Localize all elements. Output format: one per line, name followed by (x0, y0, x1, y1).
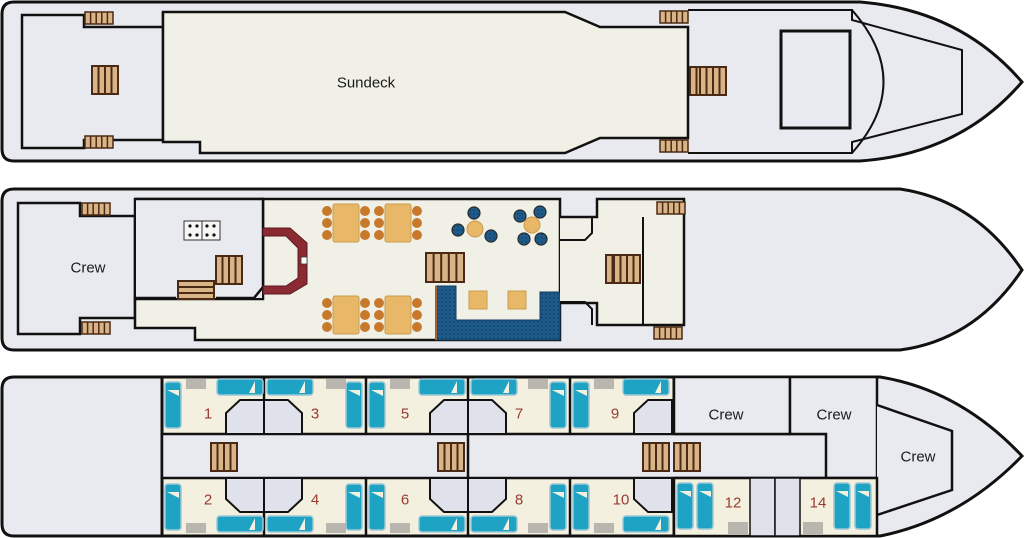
cabin-number[interactable]: 4 (310, 491, 320, 509)
cabin-number[interactable]: 12 (724, 494, 742, 512)
lower-deck (0, 375, 1024, 538)
room-label-crew-lower-2: Crew (816, 406, 852, 424)
cabin-number[interactable]: 2 (203, 491, 213, 509)
cabin-number[interactable]: 9 (610, 405, 620, 423)
room-label-crew-lower-3: Crew (900, 448, 936, 466)
dining-tables (322, 203, 422, 335)
main-deck (0, 187, 1024, 352)
room-label-sundeck: Sundeck (336, 74, 396, 92)
cabin-number[interactable]: 5 (400, 405, 410, 423)
cabin-number[interactable]: 14 (809, 494, 827, 512)
cabin-number[interactable]: 8 (514, 491, 524, 509)
sun-deck (0, 0, 1024, 163)
cabin-number[interactable]: 6 (400, 491, 410, 509)
cabin-number[interactable]: 3 (310, 405, 320, 423)
room-label-crew-lower-1: Crew (708, 406, 744, 424)
cabin-number[interactable]: 10 (612, 491, 630, 509)
cabin-number[interactable]: 1 (203, 405, 213, 423)
room-label-crew-main: Crew (70, 259, 106, 277)
cabin-number[interactable]: 7 (514, 405, 524, 423)
